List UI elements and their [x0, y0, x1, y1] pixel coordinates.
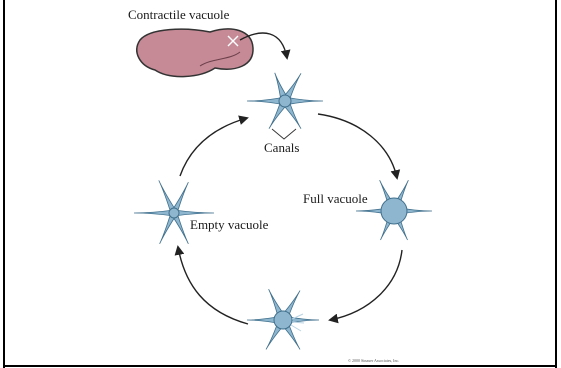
cycle-arrow-top-to-full: [318, 114, 397, 178]
cycle-arrow-full-to-discharge: [330, 250, 402, 320]
label-canals: Canals: [264, 140, 299, 155]
vacuole-empty: [134, 179, 214, 245]
cycle-arrow-empty-to-top: [180, 118, 247, 176]
paramecium-cell: [137, 29, 253, 77]
canals-pointer: [272, 129, 296, 139]
vacuole-full: [356, 178, 432, 241]
label-full-vacuole: Full vacuole: [303, 191, 368, 206]
vacuole-discharging: [247, 287, 319, 351]
label-contractile-vacuole: Contractile vacuole: [128, 7, 230, 22]
label-empty-vacuole: Empty vacuole: [190, 217, 269, 232]
cycle-arrow-discharge-to-empty: [178, 247, 248, 324]
copyright-credit: © 2000 Sinauer Associates, Inc.: [348, 358, 399, 364]
discharge-spray-icon: [291, 314, 304, 331]
vacuole-top: [247, 71, 323, 130]
